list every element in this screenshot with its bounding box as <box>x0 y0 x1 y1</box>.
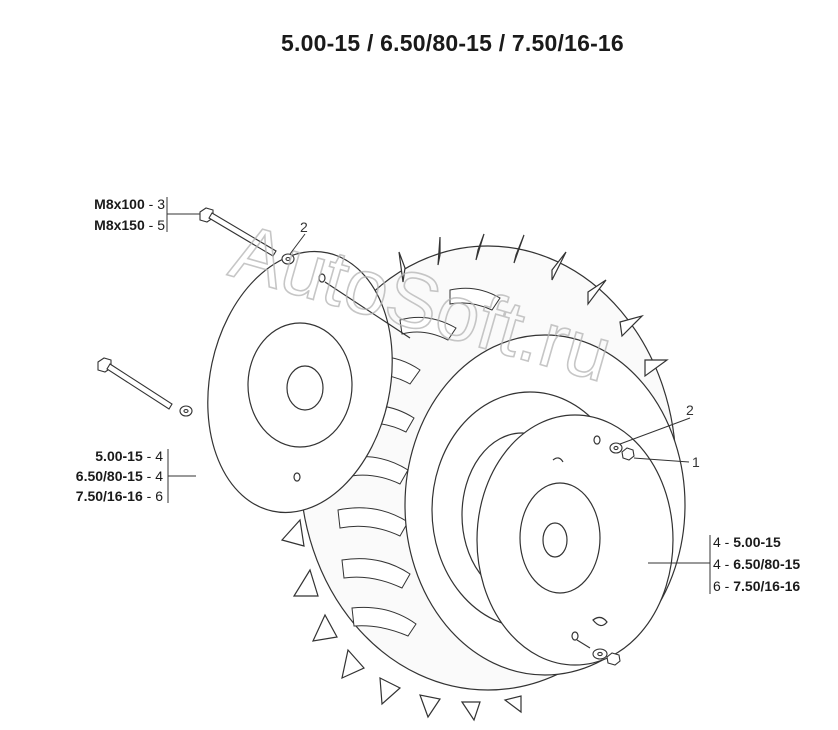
right-wheel-disc <box>476 414 674 666</box>
disc-left-label-2: 6.50/80-15 - 4 <box>76 468 163 484</box>
disc-right-label-2: 4 - 6.50/80-15 <box>713 556 800 572</box>
disc-right-label-1: 4 - 5.00-15 <box>713 534 781 550</box>
nut-callout-right: 1 <box>692 454 700 470</box>
washer-callout-top: 2 <box>300 219 308 235</box>
page-title: 5.00-15 / 6.50/80-15 / 7.50/16-16 <box>281 30 624 56</box>
disc-left-label-3: 7.50/16-16 - 6 <box>76 488 163 504</box>
washer-callout-right: 2 <box>686 402 694 418</box>
disc-right-label-3: 6 - 7.50/16-16 <box>713 578 800 594</box>
left-bolts <box>97 207 295 417</box>
left-wheel-disc <box>207 250 411 514</box>
right-fasteners <box>576 442 635 666</box>
disc-left-label-1: 5.00-15 - 4 <box>95 448 163 464</box>
leader-lines <box>166 197 711 594</box>
bolt-label-m8x150: M8x150 - 5 <box>94 217 165 233</box>
bolt-label-m8x100: M8x100 - 3 <box>94 196 165 212</box>
